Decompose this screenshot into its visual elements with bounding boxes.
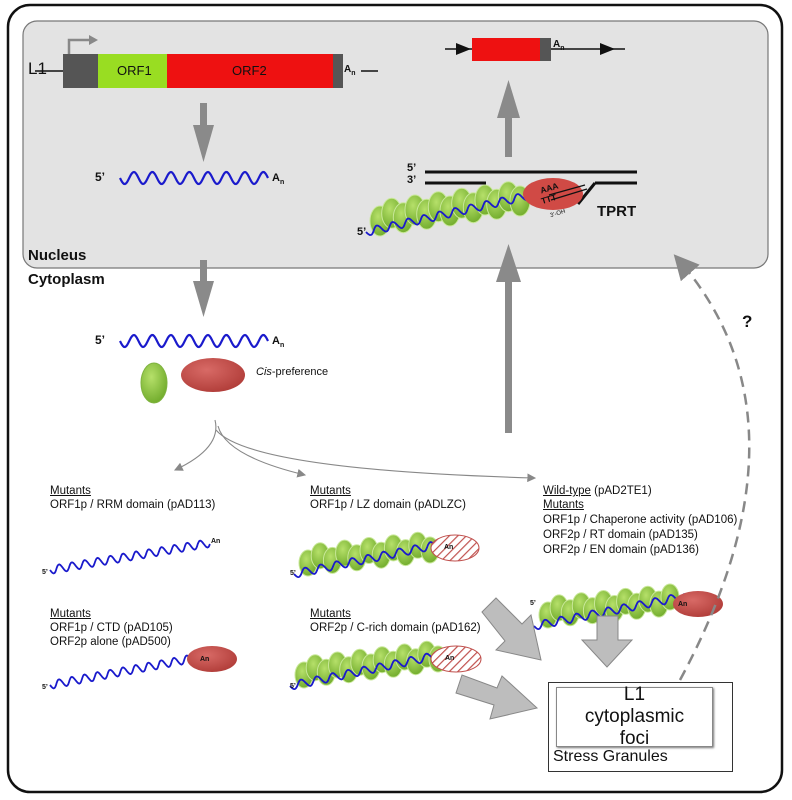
tprt-dna <box>425 170 637 205</box>
orf1p-protein <box>140 362 168 404</box>
rna2-5prime: 5’ <box>95 333 106 347</box>
stress-granules-label: Stress Granules <box>553 748 668 765</box>
crich-heading: Mutants <box>310 608 351 620</box>
orf2p-protein <box>181 358 245 392</box>
wt-tail: An <box>678 601 688 608</box>
tprt-rnp <box>365 181 536 237</box>
branch-arrows <box>174 419 537 483</box>
block-arrow-lz <box>481 597 542 661</box>
tprt-label: TPRT <box>597 203 637 220</box>
rrm-tail: An <box>211 538 221 545</box>
tprt-3prime: 3’ <box>407 174 417 186</box>
bound-rna <box>365 189 536 236</box>
rrm-line1: ORF1p / RRM domain (pAD113) <box>50 499 216 511</box>
bound-rna <box>289 649 455 691</box>
lz-5prime: 5’ <box>290 570 296 577</box>
orf1-block <box>98 54 167 88</box>
wt-line2: ORF2p / RT domain (pAD135) <box>543 529 698 541</box>
cytoplasmic-foci-box: L1 cytoplasmic foci <box>556 684 713 749</box>
ctd-orf2p <box>187 646 237 672</box>
wt-line: Wild-type (pAD2TE1) <box>543 485 652 497</box>
tprt-5prime: 5’ <box>407 162 417 174</box>
ctd-rna <box>49 654 190 690</box>
wt-orf2p <box>673 591 723 617</box>
lz-heading: Mutants <box>310 485 351 497</box>
cytoplasm-label: Cytoplasm <box>28 271 105 288</box>
arrow-export <box>200 260 207 282</box>
cis-preference: Cis-preference <box>256 366 329 378</box>
promoter-arrow <box>67 38 90 54</box>
ctd-tail: An <box>200 656 210 663</box>
block-arrow-crich <box>455 674 539 720</box>
nucleus-label: Nucleus <box>28 247 87 264</box>
cytoplasmic-rna <box>119 333 269 349</box>
wt-line1: ORF1p / Chaperone activity (pAD106) <box>543 514 738 526</box>
lz-orf2p <box>430 534 480 562</box>
rrm-5prime: 5’ <box>42 569 48 576</box>
5-utr <box>63 54 98 88</box>
rna2-polya: An <box>272 335 285 350</box>
rna1-polya: An <box>272 172 285 187</box>
l1-name: L1 <box>28 59 47 78</box>
nuclear-rna <box>119 170 269 186</box>
rna1-5prime: 5’ <box>95 170 106 184</box>
crich-orf2p <box>430 645 482 673</box>
block-arrow-wt <box>580 615 634 668</box>
ctd-5prime: 5’ <box>42 684 48 691</box>
wt-line3: ORF2p / EN domain (pAD136) <box>543 544 699 556</box>
wt-mutants-heading: Mutants <box>543 499 584 511</box>
arrow-integration <box>505 117 512 157</box>
dashed-return-arrow <box>673 254 751 681</box>
crich-tail: An <box>445 655 455 662</box>
ctd-heading: Mutants <box>50 608 91 620</box>
lz-rnp <box>293 531 446 579</box>
inserted-polya: An <box>553 39 565 52</box>
l1-element <box>35 35 378 88</box>
rrm-heading: Mutants <box>50 485 91 497</box>
lz-line1: ORF1p / LZ domain (pADLZC) <box>310 499 466 511</box>
crich-line1: ORF2p / C-rich domain (pAD162) <box>310 622 481 634</box>
question-mark: ? <box>742 312 753 331</box>
rrm-rna <box>49 539 211 575</box>
crich-5prime: 5’ <box>290 683 296 690</box>
bound-rna <box>533 593 686 631</box>
foci-label: L1 cytoplasmic foci <box>584 684 685 749</box>
3-utr <box>333 54 343 88</box>
orf2-label: ORF2 <box>232 63 267 78</box>
tprt-rna-5prime: 5’ <box>357 226 367 238</box>
arrow-import <box>505 280 512 433</box>
wt-5prime: 5’ <box>530 600 536 607</box>
ctd-line1: ORF1p / CTD (pAD105) <box>50 622 173 634</box>
orf1-label: ORF1 <box>117 63 152 78</box>
l1-polya: An <box>344 64 356 77</box>
ctd-line2: ORF2p alone (pAD500) <box>50 636 171 648</box>
lz-tail: An <box>444 544 454 551</box>
inserted-l1 <box>445 38 625 61</box>
bound-rna <box>293 538 446 579</box>
arrow-transcription <box>200 103 207 125</box>
orf2-block <box>167 54 342 88</box>
